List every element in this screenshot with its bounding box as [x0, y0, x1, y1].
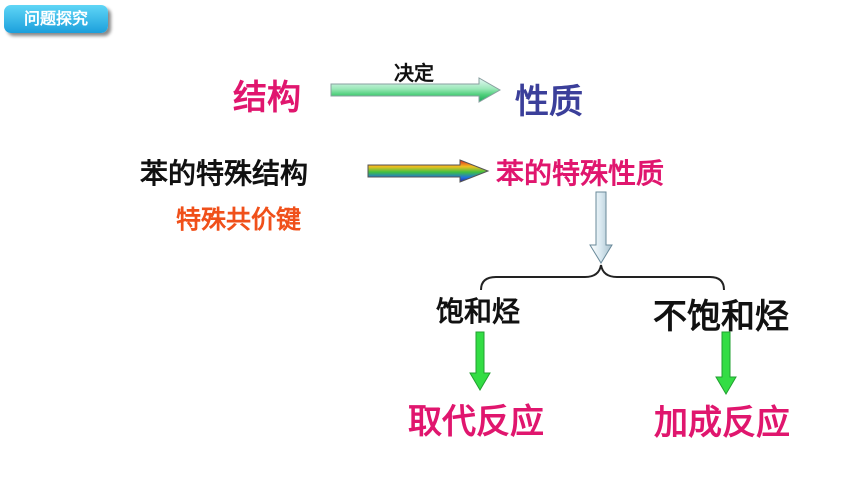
property-label: 性质 [515, 82, 583, 122]
top-arrow-icon [330, 77, 502, 103]
addition-reaction-label: 加成反应 [654, 403, 790, 443]
unsaturated-hydrocarbon-label: 不饱和烃 [653, 297, 789, 337]
green-down-arrow-icon [715, 331, 737, 395]
curly-brace-icon [480, 264, 725, 291]
substitution-reaction-label: 取代反应 [408, 402, 544, 442]
hollow-down-arrow-icon [589, 191, 613, 264]
decides-label: 决定 [394, 61, 434, 85]
benzene-property-label: 苯的特殊性质 [496, 157, 665, 190]
structure-label: 结构 [233, 78, 301, 118]
saturated-hydrocarbon-label: 饱和烃 [436, 295, 521, 328]
benzene-structure-label: 苯的特殊结构 [140, 157, 309, 190]
rainbow-arrow-icon [367, 159, 490, 183]
special-bond-label: 特殊共价键 [176, 205, 302, 234]
section-badge: 问题探究 [4, 5, 108, 33]
green-down-arrow-icon [469, 331, 491, 391]
